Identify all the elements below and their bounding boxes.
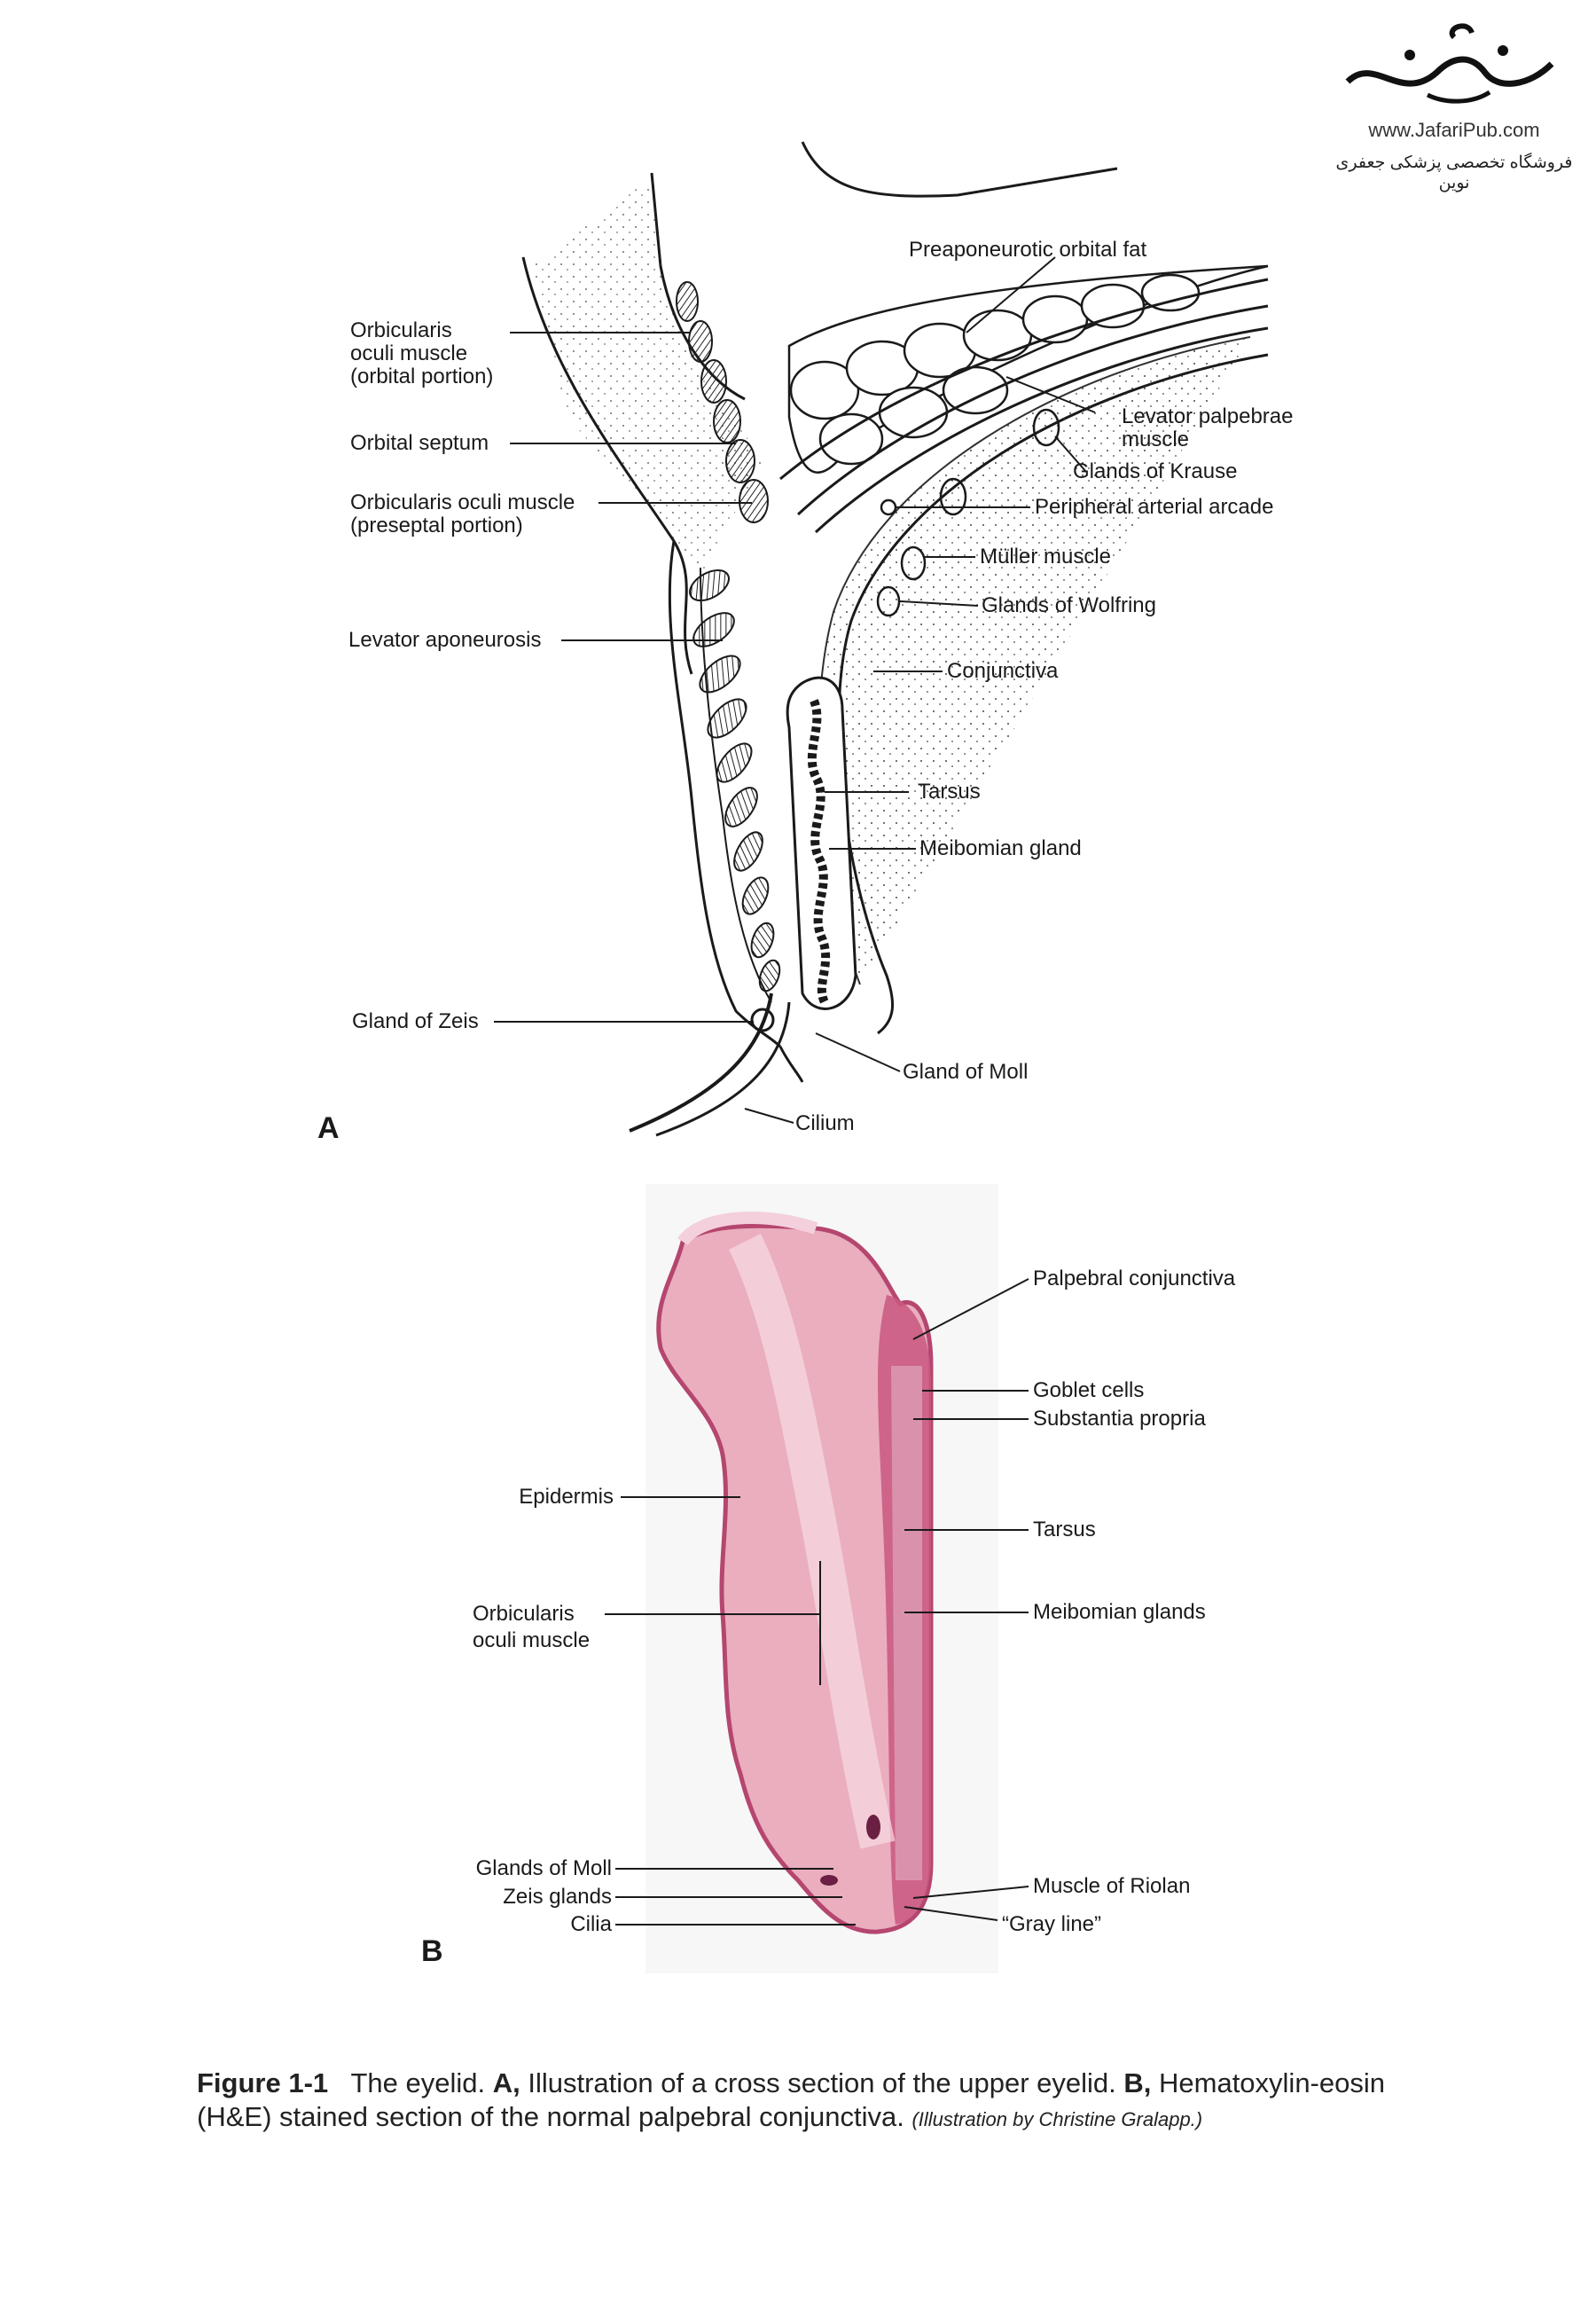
caption-b-mark: B,	[1123, 2067, 1152, 2098]
label-orbicularis-orbital-2: oculi muscle	[350, 341, 468, 365]
caption-figure-number: Figure 1-1	[197, 2067, 329, 2098]
label-substantia-propria: Substantia propria	[1033, 1407, 1206, 1431]
label-levator-palpebrae-2: muscle	[1122, 427, 1190, 451]
panel-b-letter: B	[421, 1934, 443, 1968]
tarsus-plate	[786, 676, 857, 1010]
label-muller-muscle: Müller muscle	[980, 545, 1112, 569]
publisher-logo-icon	[1345, 23, 1554, 104]
label-epidermis: Epidermis	[519, 1485, 614, 1509]
label-meibomian-gland: Meibomian gland	[919, 836, 1082, 860]
label-glands-of-moll: Glands of Moll	[475, 1856, 612, 1880]
label-tarsus-a: Tarsus	[918, 780, 981, 804]
label-orbicularis-b-2: oculi muscle	[473, 1628, 591, 1652]
label-levator-palpebrae-1: Levator palpebrae	[1122, 404, 1294, 428]
label-goblet-cells: Goblet cells	[1033, 1378, 1145, 1402]
label-glands-of-krause: Glands of Krause	[1073, 459, 1238, 483]
label-peripheral-arcade: Peripheral arterial arcade	[1035, 495, 1274, 519]
panel-a-letter: A	[317, 1111, 340, 1145]
label-meibomian-glands: Meibomian glands	[1033, 1600, 1206, 1624]
label-palpebral-conjunctiva: Palpebral conjunctiva	[1033, 1267, 1236, 1290]
label-muscle-of-riolan: Muscle of Riolan	[1033, 1874, 1191, 1898]
panel-b-leader-lines	[605, 1278, 1029, 1926]
subcutaneous-tissue	[532, 177, 763, 576]
caption-text-2: Illustration of a cross section of the u…	[528, 2067, 1116, 2098]
caption-text-1: The eyelid.	[350, 2067, 486, 2098]
meibomian-gland-drawing	[807, 699, 831, 1005]
label-cilia: Cilia	[570, 1912, 612, 1936]
label-zeis-glands: Zeis glands	[503, 1885, 612, 1909]
label-orbicularis-preseptal-2: (preseptal portion)	[350, 514, 523, 537]
publisher-website: www.JafariPub.com	[1368, 119, 1540, 141]
caption-text-3: Hematoxylin-eosin (H&E) stained section …	[197, 2067, 1385, 2132]
publisher-shop-name: فروشگاه تخصصی پزشکی جعفری نوین	[1335, 153, 1573, 192]
label-gray-line: “Gray line”	[1002, 1912, 1102, 1936]
panel-a-leader-lines	[494, 256, 1096, 1124]
label-glands-of-wolfring: Glands of Wolfring	[982, 593, 1156, 617]
label-orbicularis-orbital-3: (orbital portion)	[350, 365, 494, 388]
figure-caption: Figure 1-1 The eyelid. A, Illustration o…	[197, 2067, 1438, 2137]
lid-margin	[629, 992, 804, 1137]
label-cilium: Cilium	[795, 1111, 855, 1135]
label-gland-of-moll: Gland of Moll	[903, 1060, 1029, 1084]
label-conjunctiva: Conjunctiva	[947, 659, 1059, 683]
label-gland-of-zeis: Gland of Zeis	[352, 1009, 479, 1033]
caption-a-mark: A,	[492, 2067, 520, 2098]
label-orbicularis-b-1: Orbicularis	[473, 1602, 575, 1626]
publisher-watermark: www.JafariPub.com فروشگاه تخصصی پزشکی جع…	[1321, 20, 1587, 192]
panel-b-histology	[656, 1212, 934, 1934]
label-orbital-septum: Orbital septum	[350, 431, 489, 455]
label-preaponeurotic-fat: Preaponeurotic orbital fat	[909, 238, 1147, 262]
label-tarsus-b: Tarsus	[1033, 1518, 1096, 1541]
orbicularis-bundles	[676, 281, 781, 992]
caption-credit: (Illustration by Christine Gralapp.)	[911, 2108, 1203, 2130]
levator-muscle-band	[779, 278, 1269, 534]
label-levator-aponeurosis: Levator aponeurosis	[348, 628, 542, 652]
label-orbicularis-orbital-1: Orbicularis	[350, 318, 452, 342]
label-orbicularis-preseptal-1: Orbicularis oculi muscle	[350, 490, 575, 514]
